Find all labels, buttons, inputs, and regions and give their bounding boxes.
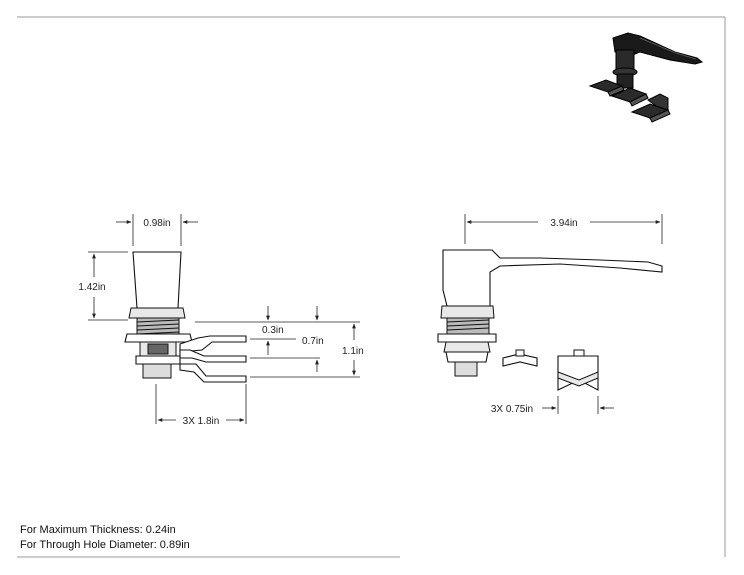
dim-cam-width-label: 3X 0.75in — [491, 404, 533, 415]
drawing-frame — [17, 16, 726, 558]
front-view — [124, 251, 247, 383]
note-through-hole: For Through Hole Diameter: 0.89in — [20, 539, 190, 551]
dim-offset-mid-label: 0.7in — [302, 336, 324, 347]
note-max-thickness: For Maximum Thickness: 0.24in — [20, 524, 176, 536]
dim-cam-length — [155, 384, 247, 424]
side-view — [437, 249, 663, 391]
dim-offset-small-label: 0.3in — [262, 325, 284, 336]
dim-handle-length-label: 3.94in — [550, 218, 577, 229]
dim-offsets — [195, 306, 360, 378]
dim-offset-total-label: 1.1in — [342, 346, 364, 357]
dim-width-top-label: 0.98in — [143, 218, 170, 229]
dim-height-left — [88, 251, 128, 321]
isometric-view — [588, 32, 704, 123]
dim-cam-width — [542, 396, 614, 414]
dim-handle-length — [464, 214, 663, 244]
dim-height-left-label: 1.42in — [78, 282, 105, 293]
dim-width-top — [116, 214, 198, 246]
dim-cam-length-label: 3X 1.8in — [183, 416, 220, 427]
